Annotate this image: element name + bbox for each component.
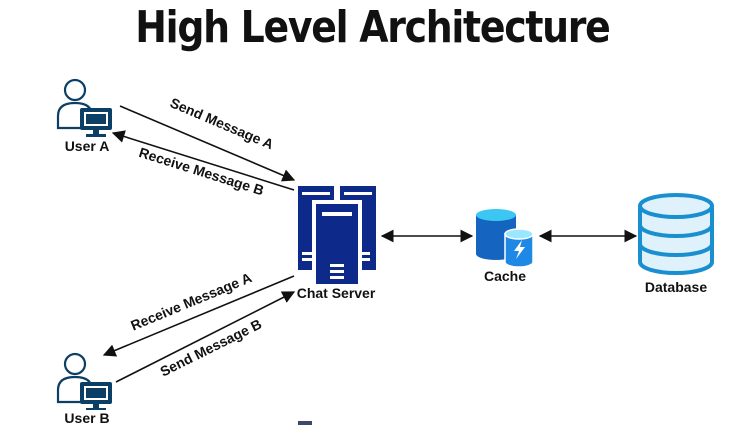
cache-icon (476, 209, 534, 268)
user-b-node: User B (56, 352, 112, 425)
chat-server-label: Chat Server (297, 285, 376, 301)
send-message-a-label: Send Message A (168, 94, 276, 152)
bottom-dash (298, 421, 312, 425)
send-message-b-label: Send Message B (157, 316, 264, 380)
receive-message-a-arrow (102, 275, 295, 357)
user-a-label: User A (65, 138, 110, 154)
cache-node: Cache (476, 209, 534, 284)
user-computer-icon (56, 78, 112, 137)
receive-message-b-arrow (111, 130, 295, 191)
chat-server-node: Chat Server (297, 186, 376, 301)
database-label: Database (645, 279, 707, 295)
server-rack-icon (298, 186, 376, 286)
database-node: Database (638, 193, 714, 295)
database-icon (638, 193, 714, 275)
send-message-a-arrow (119, 105, 296, 182)
user-computer-icon (56, 352, 112, 410)
receive-message-a-label: Receive Message A (128, 269, 254, 333)
receive-message-b-label: Receive Message B (137, 144, 266, 198)
diagram-title: High Level Architecture (135, 2, 611, 53)
user-b-label: User B (64, 410, 109, 425)
user-a-node: User A (56, 78, 112, 154)
cache-label: Cache (484, 268, 526, 284)
send-message-b-arrow (115, 291, 296, 383)
